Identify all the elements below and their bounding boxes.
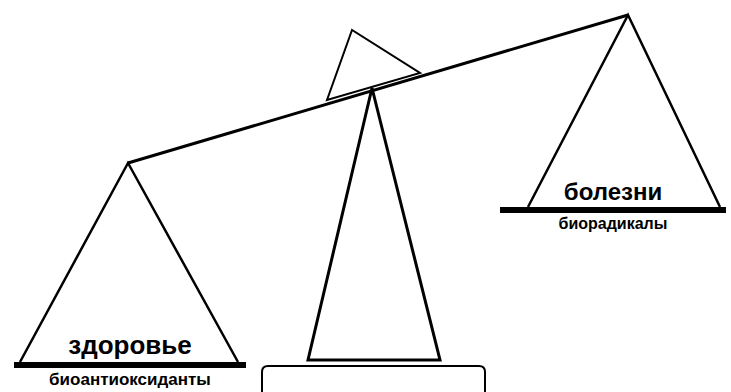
pointer-triangle <box>327 30 420 100</box>
pan-bar <box>500 207 726 213</box>
pan-caption: биорадикалы <box>500 215 726 233</box>
pan-caption: биоантиоксиданты <box>14 370 246 390</box>
scale-pan: болезни биорадикалы <box>498 15 729 245</box>
pan-heading: здоровье <box>14 331 246 361</box>
scale-beam <box>128 15 628 163</box>
pan-strings <box>528 15 720 207</box>
scale-pan: здоровье биоантиоксиданты <box>12 163 248 392</box>
pan-outline <box>498 15 729 245</box>
fulcrum-post <box>308 88 440 360</box>
stand-bracket <box>262 366 485 392</box>
pan-bar <box>14 362 246 368</box>
pan-heading: болезни <box>500 178 726 206</box>
